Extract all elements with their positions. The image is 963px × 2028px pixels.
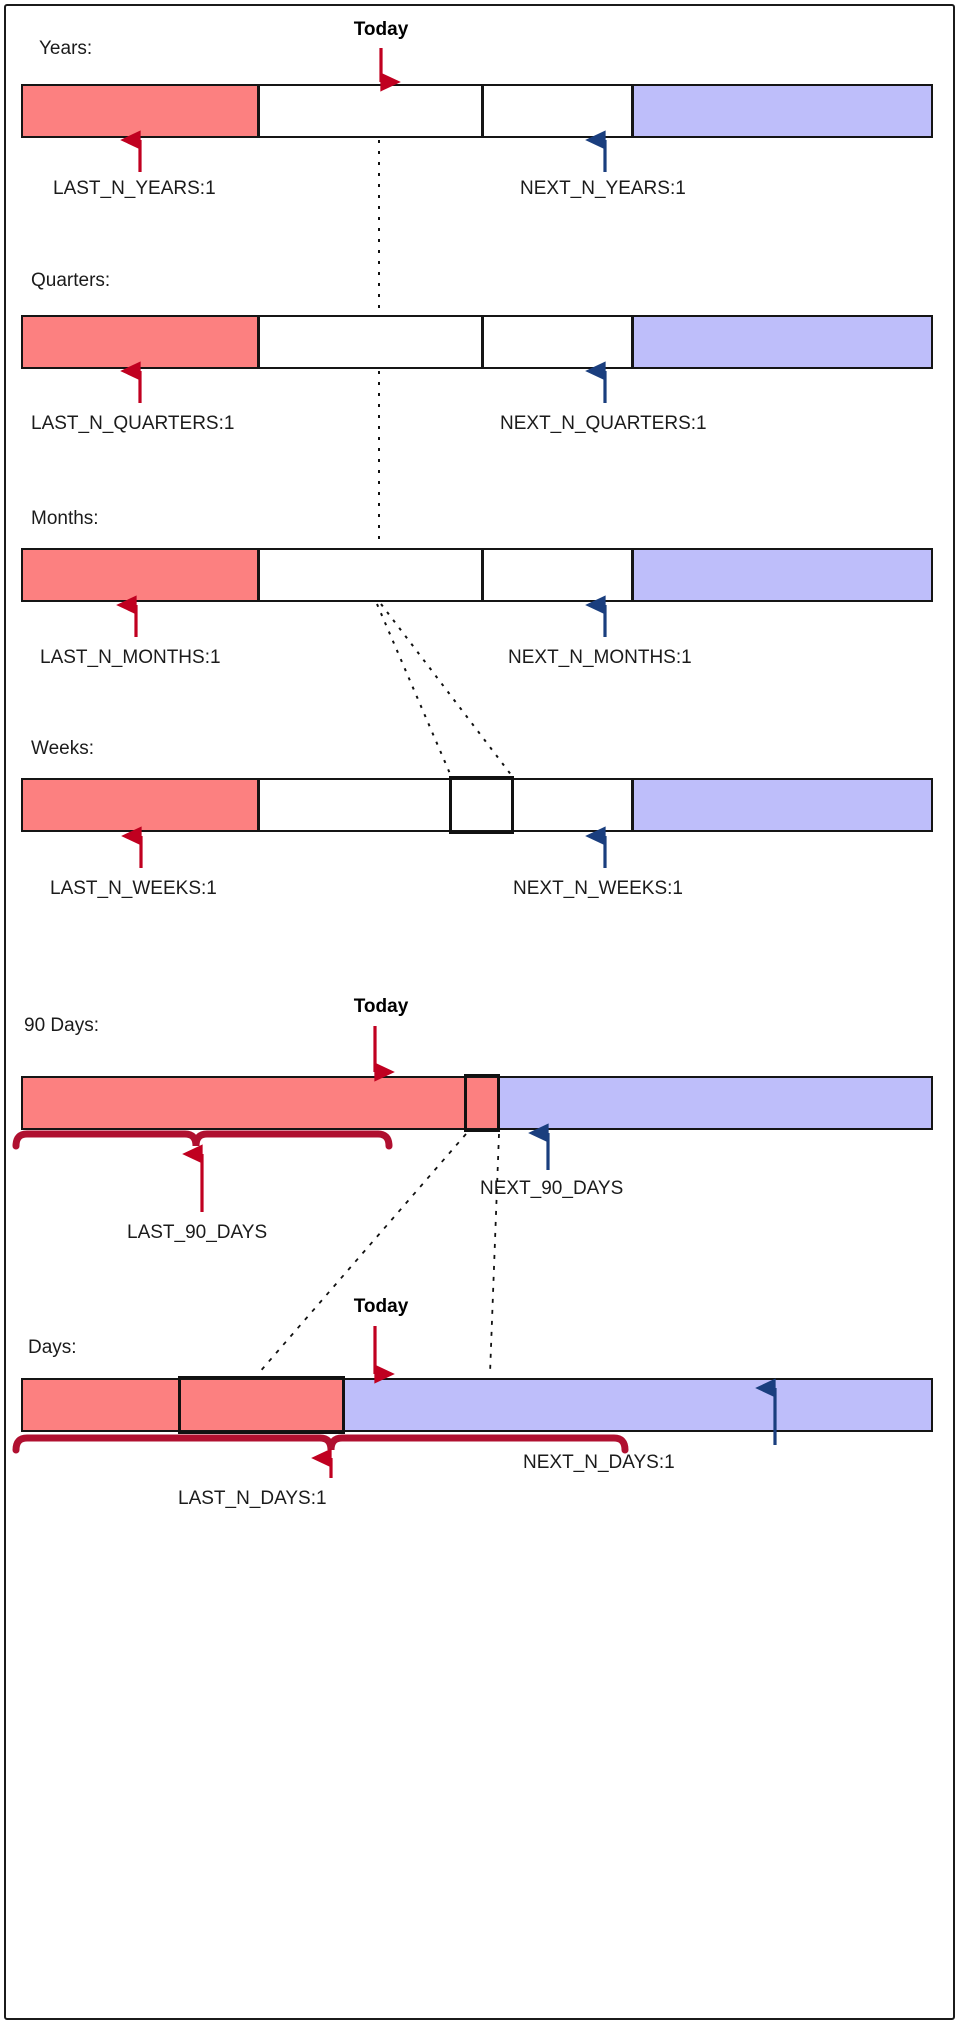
segment-future-months — [633, 550, 931, 600]
label-last-n-months: LAST_N_MONTHS:1 — [40, 647, 221, 668]
today-label-days: Today — [353, 1296, 409, 1317]
segment-past-weeks — [23, 780, 259, 830]
today-label-years: Today — [353, 19, 409, 40]
timeline-bar-weeks[interactable] — [21, 778, 933, 832]
segment-recent-years — [259, 86, 483, 136]
divider-years-b — [631, 86, 634, 136]
highlight-box-last-n-days[interactable] — [178, 1376, 345, 1434]
segment-current-week — [452, 780, 515, 830]
segment-upcoming-quarters — [483, 317, 633, 367]
segment-future-weeks — [633, 780, 931, 830]
highlight-box-today-90days[interactable] — [464, 1074, 500, 1132]
today-label-90days: Today — [353, 996, 409, 1017]
row-label-90days: 90 Days: — [24, 1015, 99, 1036]
timeline-bar-quarters[interactable] — [21, 315, 933, 369]
segment-recent-months — [259, 550, 483, 600]
row-label-years: Years: — [39, 38, 93, 59]
divider-months-a — [257, 550, 260, 600]
label-last-n-quarters: LAST_N_QUARTERS:1 — [31, 413, 235, 434]
divider-quarters-today — [481, 317, 484, 367]
segment-past-90days — [23, 1078, 468, 1128]
timeline-bar-years[interactable] — [21, 84, 933, 138]
segment-upcoming-weeks — [515, 780, 633, 830]
segment-today-90days — [468, 1078, 500, 1128]
row-label-quarters: Quarters: — [31, 270, 111, 291]
divider-years-a — [257, 86, 260, 136]
divider-years-today — [481, 86, 484, 136]
timeline-bar-months[interactable] — [21, 548, 933, 602]
segment-past-days — [23, 1380, 182, 1430]
segment-current-days — [182, 1380, 345, 1430]
segment-upcoming-months — [483, 550, 633, 600]
label-last-90-days: LAST_90_DAYS — [127, 1222, 268, 1243]
segment-past-months — [23, 550, 259, 600]
page-frame — [4, 4, 955, 2020]
divider-weeks-b — [631, 780, 634, 830]
segment-past-quarters — [23, 317, 259, 367]
label-last-n-weeks: LAST_N_WEEKS:1 — [50, 878, 217, 899]
label-last-n-years: LAST_N_YEARS:1 — [53, 178, 216, 199]
label-last-n-days: LAST_N_DAYS:1 — [178, 1488, 327, 1509]
divider-quarters-a — [257, 317, 260, 367]
divider-quarters-b — [631, 317, 634, 367]
segment-recent-quarters — [259, 317, 483, 367]
segment-future-90days — [500, 1078, 931, 1128]
timeline-bar-90days[interactable] — [21, 1076, 933, 1130]
label-next-n-weeks: NEXT_N_WEEKS:1 — [513, 878, 683, 899]
row-label-months: Months: — [31, 508, 99, 529]
segment-past-years — [23, 86, 259, 136]
divider-weeks-a — [257, 780, 260, 830]
divider-months-b — [631, 550, 634, 600]
segment-upcoming-years — [483, 86, 633, 136]
segment-future-quarters — [633, 317, 931, 367]
segment-future-years — [633, 86, 931, 136]
label-next-n-quarters: NEXT_N_QUARTERS:1 — [500, 413, 707, 434]
row-label-weeks: Weeks: — [31, 738, 95, 759]
row-label-days: Days: — [28, 1337, 77, 1358]
highlight-box-current-week[interactable] — [449, 776, 514, 834]
segment-future-days — [345, 1380, 931, 1430]
divider-months-today — [481, 550, 484, 600]
label-next-n-days: NEXT_N_DAYS:1 — [523, 1452, 675, 1473]
label-next-n-years: NEXT_N_YEARS:1 — [520, 178, 686, 199]
label-next-n-months: NEXT_N_MONTHS:1 — [508, 647, 692, 668]
segment-recent-weeks — [259, 780, 452, 830]
timeline-bar-days[interactable] — [21, 1378, 933, 1432]
label-next-90-days: NEXT_90_DAYS — [480, 1178, 624, 1199]
